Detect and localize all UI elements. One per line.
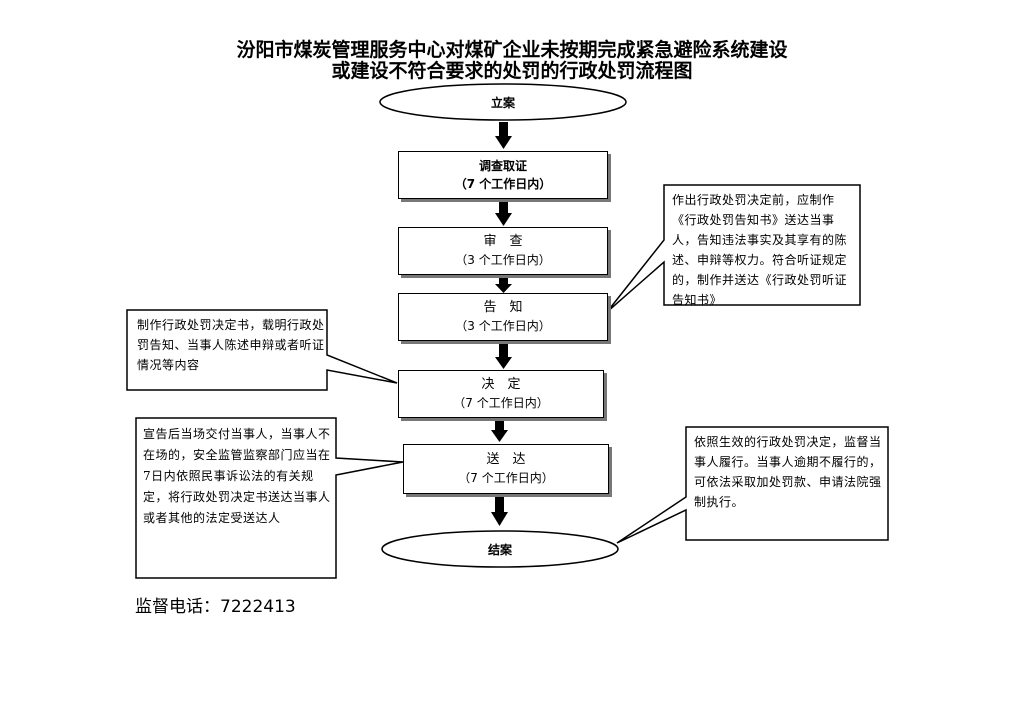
arrow-deliver-to-end: [491, 496, 508, 526]
step-decide-name: 决 定: [481, 377, 521, 392]
step-investigate-name: 调查取证: [478, 159, 527, 173]
title-line-2: 或建设不符合要求的处罚的行政处罚流程图: [331, 60, 693, 82]
end-oval: [381, 530, 619, 568]
step-notify: 告 知 （3 个工作日内）: [398, 293, 608, 341]
callout-close-shape: [616, 426, 889, 544]
step-investigate: 调查取证 （7 个工作日内）: [398, 151, 608, 199]
note-close: 依照生效的行政处罚决定，监督当事人履行。当事人逾期不履行的，可依法采取加处罚款、…: [694, 435, 882, 509]
step-review-duration: （3 个工作日内）: [455, 253, 551, 267]
step-review: 审 查 （3 个工作日内）: [398, 227, 608, 275]
step-investigate-duration: （7 个工作日内）: [454, 177, 552, 191]
step-notify-name: 告 知: [483, 300, 523, 315]
supervision-phone: 监督电话：7222413: [135, 597, 296, 617]
note-deliver: 宣告后当场交付当事人，当事人不在场的，安全监管监察部门应当在7日内依照民事诉讼法…: [143, 427, 331, 525]
arrow-start-to-investigate: [495, 122, 512, 149]
start-label: 立案: [490, 95, 515, 110]
callout-deliver-shape: [135, 417, 404, 579]
step-deliver-name: 送 达: [486, 452, 526, 467]
arrow-review-to-notify: [495, 276, 512, 293]
arrow-notify-to-decide: [495, 343, 512, 369]
step-deliver: 送 达 （7 个工作日内）: [403, 444, 609, 494]
step-decide-duration: （7 个工作日内）: [453, 396, 549, 410]
arrow-investigate-to-review: [495, 201, 512, 226]
step-review-name: 审 查: [483, 234, 523, 249]
step-notify-duration: （3 个工作日内）: [455, 319, 551, 333]
title-line-1: 汾阳市煤炭管理服务中心对煤矿企业未按期完成紧急避险系统建设: [236, 39, 788, 61]
note-decide: 制作行政处罚决定书，载明行政处罚告知、当事人陈述申辩或者听证情况等内容: [137, 318, 325, 372]
arrow-decide-to-deliver: [491, 418, 508, 442]
end-label: 结案: [487, 542, 512, 557]
callout-notify-shape: [606, 184, 861, 313]
note-notify: 作出行政处罚决定前，应制作《行政处罚告知书》送达当事人，告知违法事实及其享有的陈…: [672, 193, 848, 307]
step-deliver-duration: （7 个工作日内）: [458, 471, 554, 485]
start-oval: [379, 83, 627, 121]
step-decide: 决 定 （7 个工作日内）: [398, 370, 604, 418]
callout-decide-shape: [126, 309, 398, 391]
